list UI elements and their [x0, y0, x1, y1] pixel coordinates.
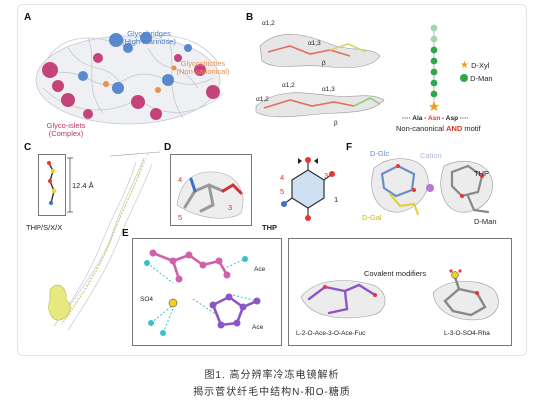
b-alpha12-b: α1,2 [282, 82, 295, 89]
c-inset-molecule [47, 161, 57, 205]
panel-b-density [255, 34, 385, 118]
d-n4: 4 [178, 175, 183, 184]
f-thp: THP [474, 169, 489, 178]
e-covalent: Covalent modifiers [364, 269, 427, 278]
mannose-symbol [430, 35, 438, 43]
legend-xyl: ★ D-Xyl [460, 60, 490, 71]
d-n1: 1 [334, 195, 339, 204]
glycoislets-subtitle: (Complex) [48, 129, 84, 138]
glycoislets-label: Glyco-islets (Complex) [38, 122, 94, 138]
d-n4b: 4 [280, 173, 285, 182]
legend-xyl-label: D-Xyl [471, 61, 490, 70]
star-icon: ★ [460, 60, 469, 71]
e-ace1: Ace [254, 266, 266, 273]
glycostitches-title: Glycostitches [180, 59, 226, 68]
glycoislets-title: Glyco-islets [46, 121, 86, 130]
motif-sequence: ···· Ala - Asn - Asp ···· [402, 115, 469, 122]
legend-man-label: D-Man [470, 74, 493, 83]
e-mod1: L-2-O-Ace-3-O-Ace-Fuc [296, 330, 366, 337]
motif-asn: Asn [427, 115, 441, 122]
f-structure [371, 158, 493, 216]
panel-a-structure [35, 32, 224, 125]
panel-d-label: D [164, 142, 172, 153]
motif-sep: - [424, 115, 427, 122]
f-dman: D-Man [474, 217, 497, 226]
b-alpha12-c: α1,2 [256, 96, 269, 103]
f-cation: Cation [420, 151, 442, 160]
glycobridges-title: Glycobridges [127, 29, 171, 38]
f-dgal: D-Gal [362, 213, 382, 222]
d-n5b: 5 [280, 187, 285, 196]
cation-sphere [426, 184, 434, 192]
legend-man: D-Man [460, 74, 493, 83]
glycostitches-label: Glycostitches (Non-canonical) [172, 60, 234, 76]
e-so4: SO4 [140, 296, 154, 303]
c-inset-box [38, 154, 66, 216]
figure-caption-line2: 揭示菅状纤毛中结构N-和O-糖质 [193, 387, 351, 398]
motif-suffix: ···· [459, 115, 469, 122]
b-beta-a: β [322, 60, 326, 67]
b-alpha12-a: α1,2 [262, 20, 275, 27]
e-modifiers [300, 269, 499, 321]
d-density-molecule [176, 171, 244, 219]
mannose-symbol [430, 68, 438, 76]
panel-e-label: E [122, 228, 129, 239]
motif-asp: Asp [445, 115, 459, 122]
mannose-symbol [430, 57, 438, 65]
motif-caption: Non-canonical AND motif [396, 125, 481, 133]
b-alpha13-a: α1,3 [308, 40, 321, 47]
c-distance: 12.4 Å [72, 181, 94, 190]
figure-caption-line1: 图1. 高分辨率冷冻电镜解析 [204, 370, 340, 381]
panel-a-label: A [24, 12, 32, 23]
c-caption: THP/S/X/X [26, 223, 63, 232]
e-mod2: L-3-O-SO4-Rha [444, 330, 490, 337]
mannose-symbol [430, 46, 438, 54]
panel-c-label: C [24, 142, 32, 153]
c-fiber [48, 151, 161, 331]
panel-b-label: B [246, 12, 254, 23]
d-thp-ring [281, 157, 335, 221]
glycan-symbol-column [429, 24, 439, 111]
d-n5: 5 [178, 213, 183, 222]
f-dglc: D-Glc [370, 149, 390, 158]
panel-f-label: F [346, 142, 353, 153]
d-thp: THP [262, 223, 277, 232]
motif-prefix: ···· [402, 115, 411, 122]
motif-caption-post: motif [462, 124, 481, 133]
motif-sep: - [442, 115, 445, 122]
motif-ala: Ala [412, 115, 423, 122]
motif-caption-pre: Non-canonical [396, 124, 447, 133]
glycobridges-label: Glycobridges (High-mannose) [114, 30, 184, 46]
b-alpha13-b: α1,3 [322, 86, 335, 93]
glycostitches-subtitle: (Non-canonical) [176, 67, 230, 76]
mannose-symbol [430, 24, 438, 32]
b-beta-b: β [334, 120, 338, 127]
mannose-symbol [430, 90, 438, 98]
circle-icon [460, 74, 468, 82]
e-left-box [132, 238, 282, 346]
glycobridges-subtitle: (High-mannose) [122, 37, 176, 46]
e-network [144, 249, 261, 336]
e-ace2: Ace [252, 324, 264, 331]
xylose-symbol [429, 101, 439, 111]
c-distance-arrow [67, 157, 73, 213]
d-n3: 3 [228, 203, 233, 212]
d-density-box [170, 154, 252, 226]
mannose-symbol [430, 79, 438, 87]
e-right-box [288, 238, 512, 346]
motif-caption-and: AND [446, 124, 463, 133]
d-n3b: 3 [324, 171, 329, 180]
